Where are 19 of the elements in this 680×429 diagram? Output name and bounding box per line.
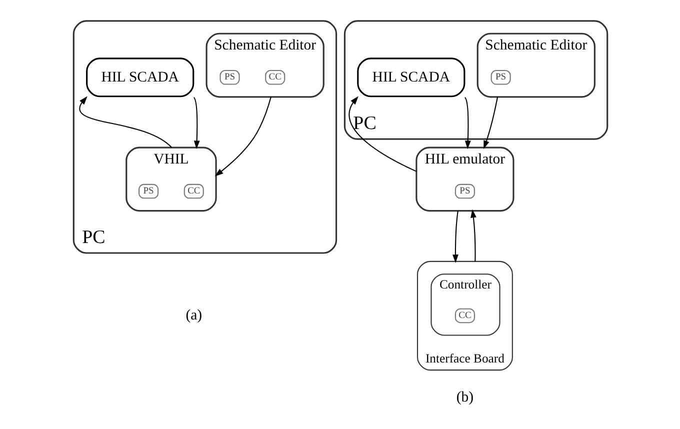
- arrow: [214, 96, 271, 176]
- label: (b): [456, 389, 474, 406]
- node-box: CC: [183, 184, 204, 199]
- node-box: PS: [219, 70, 240, 85]
- arrow: [78, 96, 172, 148]
- node-box: HIL SCADA: [86, 58, 194, 98]
- node-box: PS: [454, 184, 474, 199]
- node-box: PS: [490, 70, 510, 85]
- node-box: CC: [454, 308, 474, 324]
- arrow: [483, 96, 498, 150]
- node-box: PS: [138, 184, 158, 199]
- label: (a): [185, 308, 202, 324]
- arrow: [470, 209, 476, 262]
- arrow: [452, 210, 458, 264]
- arrow: [192, 97, 200, 150]
- node-box: HIL SCADA: [356, 58, 465, 98]
- arrow: [348, 96, 416, 172]
- node-box: CC: [264, 70, 285, 85]
- arrow: [464, 97, 470, 150]
